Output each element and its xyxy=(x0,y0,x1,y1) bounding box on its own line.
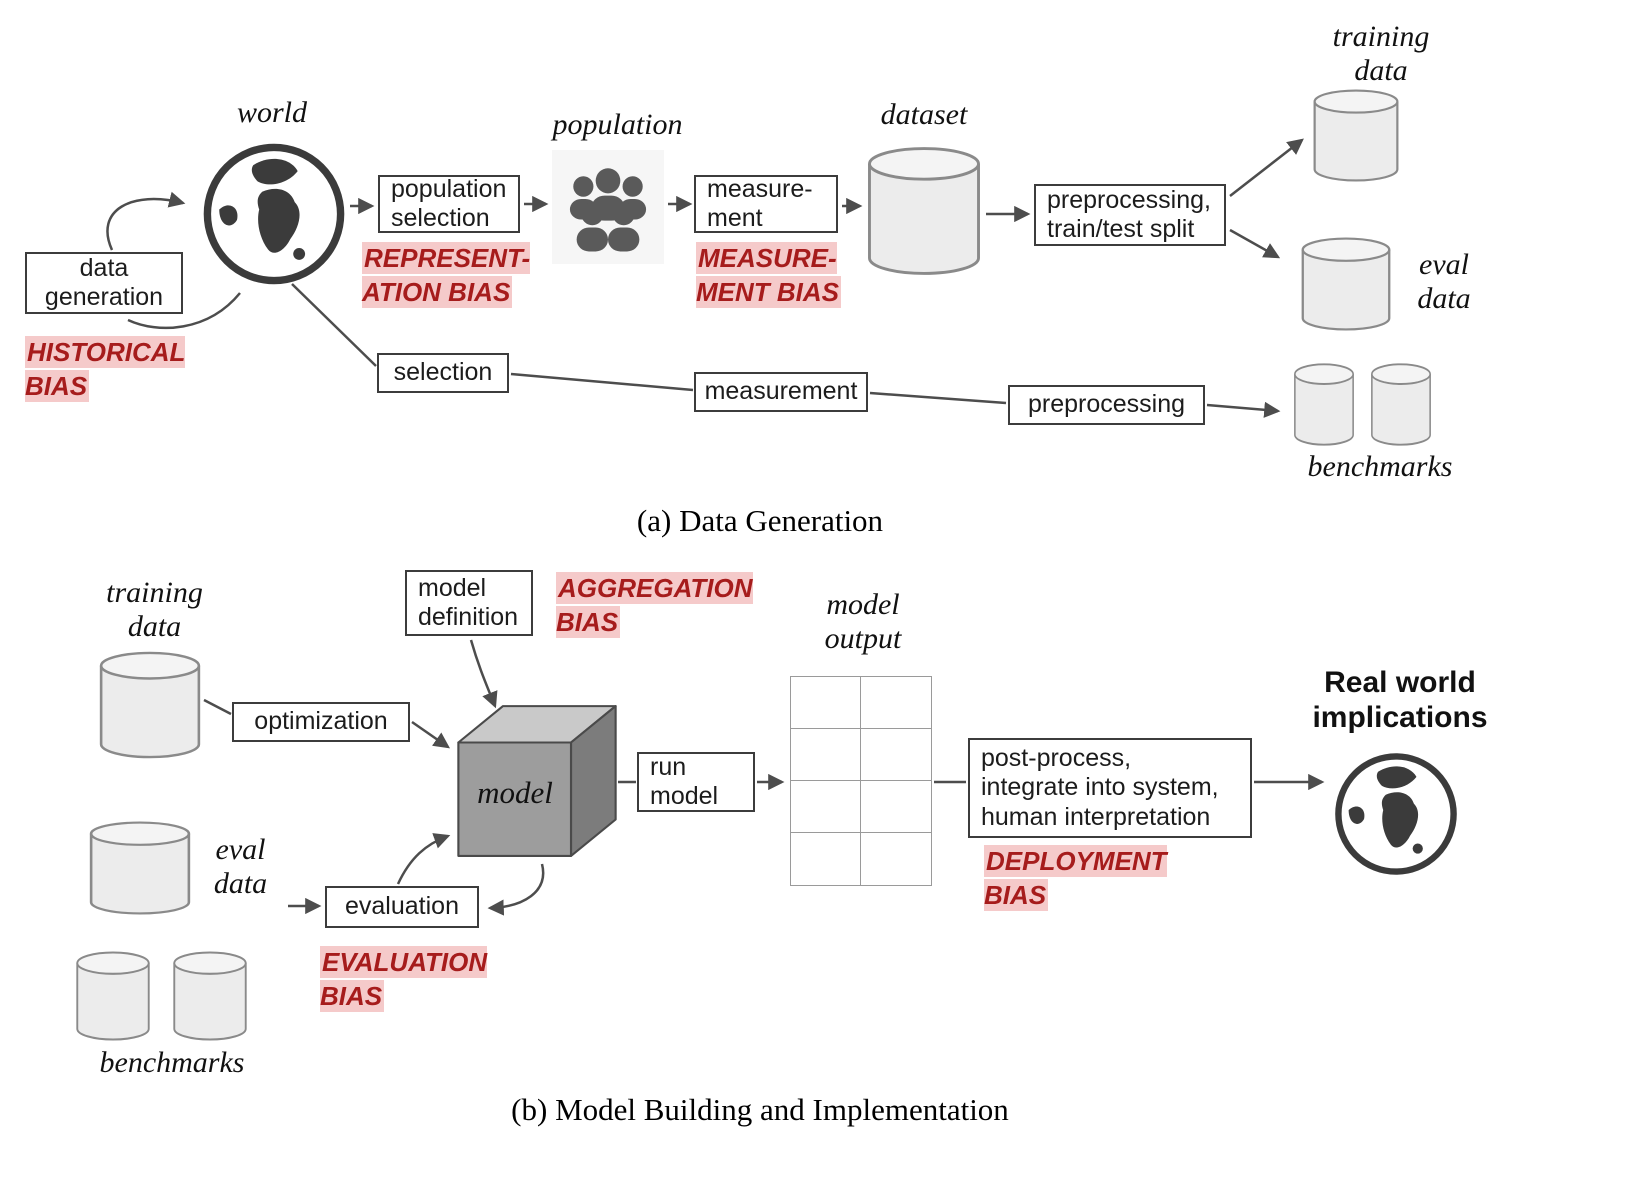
training-data-label: training data xyxy=(1332,20,1430,87)
model-output-label: model output xyxy=(824,588,902,655)
dataset-label: dataset xyxy=(880,98,968,131)
model-output-cell xyxy=(861,729,931,781)
optimization-box: optimization xyxy=(232,702,410,742)
measurement-box: measure- ment xyxy=(694,175,838,233)
preprocessing-split-box: preprocessing, train/test split xyxy=(1034,184,1226,246)
world-label: world xyxy=(236,96,308,129)
benchmarks-label-b: benchmarks xyxy=(99,1046,245,1079)
eval-data-cylinder xyxy=(1301,237,1391,331)
model-output-cell xyxy=(861,781,931,833)
evaluation-bias-text: EVALUATION BIAS xyxy=(320,946,488,1012)
measurement-box-label: measure- ment xyxy=(707,174,813,233)
measurement-bias-label: MEASURE- MENT BIAS xyxy=(696,242,841,310)
line-selection-to-measurement2 xyxy=(510,372,694,392)
arrow-data-generation-to-world xyxy=(106,191,186,251)
optimization-box-label: optimization xyxy=(254,707,388,736)
benchmark-cylinder xyxy=(1293,363,1355,446)
panel-a-arrows xyxy=(106,138,1304,418)
eval-data-label: eval data xyxy=(1417,248,1471,315)
historical-bias-text: HISTORICAL BIAS xyxy=(25,336,186,402)
benchmark-cylinder-b xyxy=(173,951,247,1041)
aggregation-bias-label: AGGREGATION BIAS xyxy=(556,572,753,640)
arrow-preprocessing2-to-benchmarks xyxy=(1206,401,1281,418)
panel-a-caption: (a) Data Generation xyxy=(636,503,884,538)
representation-bias-label: REPRESENT- ATION BIAS xyxy=(362,242,531,310)
arrow-evaluation-to-model xyxy=(396,833,451,885)
line-training-data-to-optimization xyxy=(203,698,232,716)
benchmark-cylinder xyxy=(1370,363,1432,446)
benchmark-cylinder-b xyxy=(76,951,150,1041)
model-definition-box: model definition xyxy=(405,570,533,636)
historical-bias-label: HISTORICAL BIAS xyxy=(25,336,186,404)
preprocessing-box-label: preprocessing xyxy=(1027,390,1186,419)
model-output-cell xyxy=(791,833,861,885)
model-output-cell xyxy=(791,677,861,729)
population-label: population xyxy=(552,108,683,141)
preprocessing-box: preprocessing xyxy=(1008,385,1205,425)
model-label: model xyxy=(477,775,553,810)
run-model-box: run model xyxy=(637,752,755,812)
measurement2-box: measurement xyxy=(694,372,868,412)
line-measurement2-to-preprocessing2 xyxy=(869,391,1007,405)
representation-bias-text: REPRESENT- ATION BIAS xyxy=(362,242,531,308)
model-output-cell xyxy=(791,781,861,833)
benchmarks-label: benchmarks xyxy=(1307,450,1453,483)
eval-data-label-b: eval data xyxy=(213,833,268,900)
model-definition-box-label: model definition xyxy=(418,573,519,632)
arrow-preprocessing-to-eval-data xyxy=(1229,228,1281,259)
arrow-world-to-data-generation xyxy=(127,292,241,330)
arrow-preprocessing-to-training-data xyxy=(1229,138,1304,197)
model-output-grid xyxy=(790,676,932,886)
training-data-cylinder xyxy=(1313,89,1399,182)
training-data-label-b: training data xyxy=(106,576,203,643)
deployment-bias-text: DEPLOYMENT BIAS xyxy=(984,845,1167,911)
deployment-bias-label: DEPLOYMENT BIAS xyxy=(984,845,1167,913)
arrow-optimization-to-model xyxy=(411,720,451,749)
panel-b-arrows xyxy=(203,639,1325,916)
data-generation-box: data generation xyxy=(25,252,183,314)
population-selection-box: population selection xyxy=(378,175,520,233)
run-model-box-label: run model xyxy=(650,752,719,811)
post-process-box-label: post-process, integrate into system, hum… xyxy=(981,743,1219,831)
measurement2-box-label: measurement xyxy=(704,377,858,406)
model-output-cell xyxy=(861,833,931,885)
eval-data-cylinder-b xyxy=(89,821,191,915)
measurement-bias-text: MEASURE- MENT BIAS xyxy=(696,242,841,308)
panel-b-caption: (b) Model Building and Implementation xyxy=(511,1092,1009,1127)
line-world-to-selection xyxy=(291,283,377,367)
arrow-model-to-evaluation xyxy=(487,863,545,916)
training-data-cylinder-b xyxy=(99,651,201,759)
selection-box-label: selection xyxy=(393,358,493,387)
arrow-model-definition-to-model xyxy=(469,639,498,709)
model-output-cell xyxy=(791,729,861,781)
world-globe-icon xyxy=(207,147,340,280)
real-world-globe-icon xyxy=(1338,756,1453,871)
population-people-icon xyxy=(552,150,664,264)
selection-box: selection xyxy=(377,353,509,393)
evaluation-bias-label: EVALUATION BIAS xyxy=(320,946,488,1014)
real-world-implications-label: Real world implications xyxy=(1312,666,1488,734)
model-output-cell xyxy=(861,677,931,729)
evaluation-box: evaluation xyxy=(325,886,479,928)
evaluation-box-label: evaluation xyxy=(345,892,459,921)
data-generation-box-label: data generation xyxy=(44,253,164,312)
population-selection-box-label: population selection xyxy=(391,174,507,233)
post-process-box: post-process, integrate into system, hum… xyxy=(968,738,1252,838)
preprocessing-split-box-label: preprocessing, train/test split xyxy=(1047,185,1211,244)
aggregation-bias-text: AGGREGATION BIAS xyxy=(556,572,753,638)
dataset-cylinder xyxy=(868,147,980,275)
